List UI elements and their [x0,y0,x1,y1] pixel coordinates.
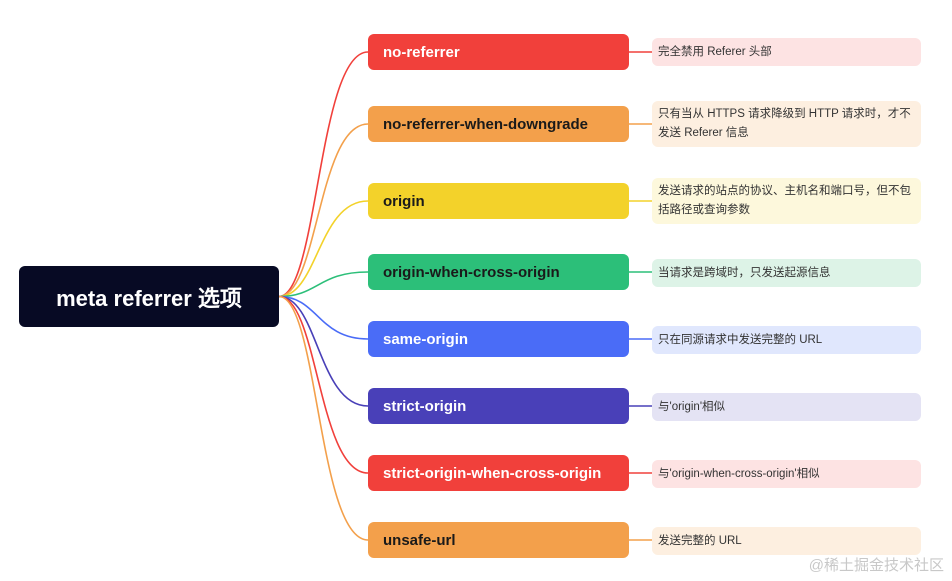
option-note-strict-origin: 与'origin'相似 [652,393,921,421]
option-note-text: 只在同源请求中发送完整的 URL [658,333,823,346]
option-note-text: 当请求是跨域时，只发送起源信息 [658,266,831,279]
option-label: origin-when-cross-origin [383,263,560,281]
option-node-strict-origin-when-cross-origin[interactable]: strict-origin-when-cross-origin [368,455,629,491]
option-note-text: 完全禁用 Referer 头部 [658,45,772,58]
root-to-option-connector [278,295,369,340]
option-note-text: 只有当从 HTTPS 请求降级到 HTTP 请求时，才不发送 Referer 信… [658,108,911,139]
option-label: same-origin [383,330,469,348]
option-note-text: 与'origin-when-cross-origin'相似 [658,467,820,480]
option-note-unsafe-url: 发送完整的 URL [652,527,921,555]
option-note-origin: 发送请求的站点的协议、主机名和端口号，但不包括路径或查询参数 [652,178,921,224]
option-label: strict-origin [383,397,467,415]
root-to-option-connector [278,271,369,298]
root-to-option-connector [278,123,369,298]
option-note-text: 发送请求的站点的协议、主机名和端口号，但不包括路径或查询参数 [658,185,911,216]
option-label: strict-origin-when-cross-origin [383,464,602,482]
option-note-text: 与'origin'相似 [658,400,726,413]
option-note-no-referrer: 完全禁用 Referer 头部 [652,38,921,66]
root-to-option-connector [278,51,369,298]
option-node-no-referrer-when-downgrade[interactable]: no-referrer-when-downgrade [368,106,629,142]
option-note-text: 发送完整的 URL [658,534,742,547]
option-note-same-origin: 只在同源请求中发送完整的 URL [652,326,921,354]
root-label: meta referrer 选项 [56,285,242,311]
option-label: no-referrer-when-downgrade [383,115,589,133]
option-node-strict-origin[interactable]: strict-origin [368,388,629,424]
option-label: origin [383,192,425,210]
option-node-same-origin[interactable]: same-origin [368,321,629,357]
option-label: unsafe-url [383,531,456,549]
watermark: @稀土掘金技术社区 [808,557,944,574]
option-note-strict-origin-when-cross-origin: 与'origin-when-cross-origin'相似 [652,460,921,488]
option-node-no-referrer[interactable]: no-referrer [368,34,629,70]
root-to-option-connector [278,295,369,541]
root-node[interactable]: meta referrer 选项 [19,266,279,327]
option-node-unsafe-url[interactable]: unsafe-url [368,522,629,558]
root-to-option-connector [278,200,369,298]
option-node-origin-when-cross-origin[interactable]: origin-when-cross-origin [368,254,629,290]
option-label: no-referrer [383,43,460,61]
option-note-no-referrer-when-downgrade: 只有当从 HTTPS 请求降级到 HTTP 请求时，才不发送 Referer 信… [652,101,921,147]
option-note-origin-when-cross-origin: 当请求是跨域时，只发送起源信息 [652,259,921,287]
root-to-option-connector [278,295,369,407]
root-to-option-connector [278,295,369,474]
option-node-origin[interactable]: origin [368,183,629,219]
